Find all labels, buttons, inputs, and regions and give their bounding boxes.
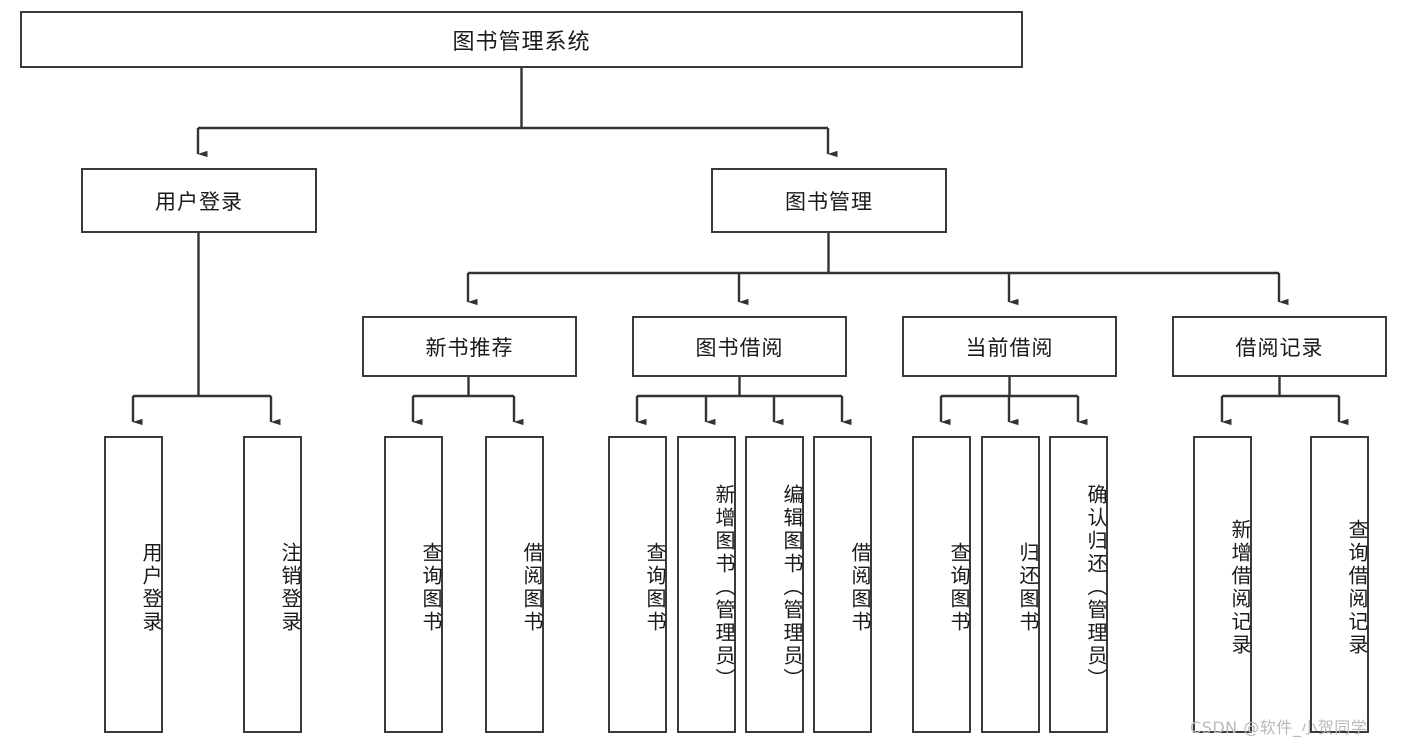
node-label: 当前借阅 [965,335,1054,360]
node-label: 图书管理系统 [452,29,591,55]
node-label: 查询图书 [643,541,667,634]
node-user-login[interactable]: 用户登录 [81,168,317,233]
node-leaf-borrow-book-1[interactable]: 借阅图书 [485,436,544,733]
node-leaf-add-record[interactable]: 新增借阅记录 [1193,436,1252,733]
node-label: 用户登录 [139,541,163,634]
node-leaf-add-book[interactable]: 新增图书（管理员） [677,436,736,733]
node-leaf-user-login[interactable]: 用户登录 [104,436,163,733]
node-label: 图书管理 [785,189,873,214]
node-label: 查询借阅记录 [1345,518,1369,657]
node-current-borrow[interactable]: 当前借阅 [902,316,1117,377]
node-leaf-query-record[interactable]: 查询借阅记录 [1310,436,1369,733]
node-label: 用户登录 [155,189,243,214]
node-label: 确认归还（管理员） [1084,484,1108,691]
node-label: 编辑图书（管理员） [780,484,804,691]
node-label: 借阅图书 [848,541,872,634]
node-label: 借阅记录 [1235,335,1324,360]
node-leaf-confirm-return[interactable]: 确认归还（管理员） [1049,436,1108,733]
node-borrow-record[interactable]: 借阅记录 [1172,316,1387,377]
node-label: 新增图书（管理员） [712,484,736,691]
node-leaf-return-book[interactable]: 归还图书 [981,436,1040,733]
node-label: 查询图书 [947,541,971,634]
node-label: 新增借阅记录 [1228,518,1252,657]
node-label: 注销登录 [278,541,302,634]
node-label: 图书借阅 [695,335,784,360]
node-leaf-query-book-1[interactable]: 查询图书 [384,436,443,733]
node-leaf-query-book-3[interactable]: 查询图书 [912,436,971,733]
node-label: 查询图书 [419,541,443,634]
node-label: 归还图书 [1016,541,1040,634]
node-leaf-query-book-2[interactable]: 查询图书 [608,436,667,733]
node-label: 借阅图书 [520,541,544,634]
node-new-book-recommend[interactable]: 新书推荐 [362,316,577,377]
node-leaf-logout-login[interactable]: 注销登录 [243,436,302,733]
node-book-borrow[interactable]: 图书借阅 [632,316,847,377]
node-leaf-borrow-book-2[interactable]: 借阅图书 [813,436,872,733]
node-book-management[interactable]: 图书管理 [711,168,947,233]
node-root-system[interactable]: 图书管理系统 [20,11,1023,68]
node-leaf-edit-book[interactable]: 编辑图书（管理员） [745,436,804,733]
node-label: 新书推荐 [425,335,514,360]
